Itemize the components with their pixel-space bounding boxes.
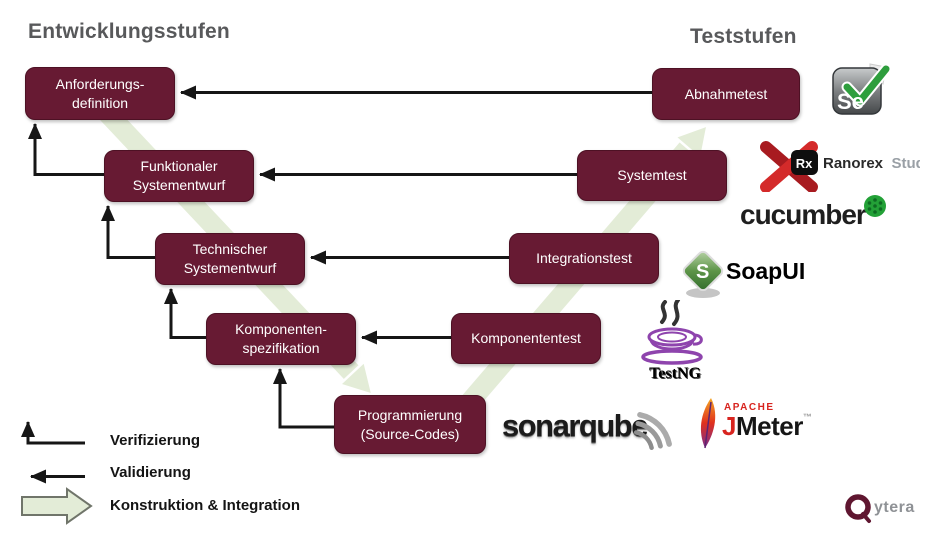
stage-box-systemtest: Systemtest <box>577 150 727 201</box>
qytera-logo: ytera <box>843 490 921 530</box>
ranorex-suffix: Studio <box>891 155 920 172</box>
stage-box-komponentenspezifikation: Komponenten- spezifikation <box>206 313 356 365</box>
selenium-icon: Se <box>832 63 892 115</box>
legend-construction-arrow <box>21 487 93 525</box>
title-teststufen: Teststufen <box>690 25 797 48</box>
ranorex-name: Ranorex <box>823 155 884 172</box>
stage-box-integrationstest: Integrationstest <box>509 233 659 284</box>
svg-text:S: S <box>696 261 709 283</box>
ranorex-icon: Rx Ranorex Studio <box>760 141 925 193</box>
qytera-q-icon <box>845 494 871 523</box>
jmeter-rest: Meter <box>735 411 803 441</box>
ranorex-rx-badge: Rx <box>796 156 813 171</box>
jmeter-name: JMeter™ <box>722 411 812 441</box>
svg-text:Ranorex Studio: Ranorex Studio <box>823 155 920 172</box>
legend-label-validierung: Validierung <box>110 464 191 481</box>
stage-box-anforderungsdefinition: Anforderungs- definition <box>25 67 175 120</box>
jmeter-tm: ™ <box>802 412 812 422</box>
verification-arrow-1 <box>28 123 104 176</box>
stage-box-komponententest: Komponententest <box>451 313 601 364</box>
jmeter-logo: APACHE JMeter™ <box>696 394 818 452</box>
verification-arrow-3 <box>164 288 206 339</box>
stage-box-funktionaler-systementwurf: Funktionaler Systementwurf <box>104 150 254 202</box>
testng-icon: TestNG <box>641 298 703 382</box>
verification-arrow-4 <box>273 368 335 429</box>
legend-label-konstruktion: Konstruktion & Integration <box>110 497 300 514</box>
legend-label-verifizierung: Verifizierung <box>110 432 201 449</box>
legend-verification-arrow <box>21 421 85 445</box>
title-entwicklungsstufen: Entwicklungsstufen <box>28 20 230 43</box>
cucumber-slice-icon <box>864 195 886 217</box>
stage-box-technischer-systementwurf: Technischer Systementwurf <box>155 233 305 285</box>
soapui-icon: S SoapUI <box>682 250 805 298</box>
sonarqube-waves-icon <box>633 412 672 451</box>
testng-name: TestNG <box>649 365 701 382</box>
sonarqube-logo: sonarqube <box>502 402 672 452</box>
sonarqube-name: sonarqube <box>502 408 648 443</box>
testng-logo: TestNG <box>632 298 718 382</box>
soapui-name: SoapUI <box>726 258 805 284</box>
stage-box-abnahmetest: Abnahmetest <box>652 68 800 120</box>
verification-arrow-2 <box>101 205 155 259</box>
qytera-name: ytera <box>874 499 915 516</box>
stage-box-programmierung: Programmierung (Source-Codes) <box>334 395 486 454</box>
selenium-logo: Se <box>830 60 892 118</box>
cucumber-name: cucumber <box>740 199 867 230</box>
jmeter-feather-icon <box>700 398 716 449</box>
jmeter-apache-label: APACHE <box>724 402 775 413</box>
selenium-se-label: Se <box>837 89 864 114</box>
ranorex-logo: Rx Ranorex Studio <box>760 140 925 193</box>
soapui-logo: S SoapUI <box>680 245 820 301</box>
jmeter-j: J <box>722 411 736 441</box>
cucumber-logo: cucumber <box>740 193 890 238</box>
